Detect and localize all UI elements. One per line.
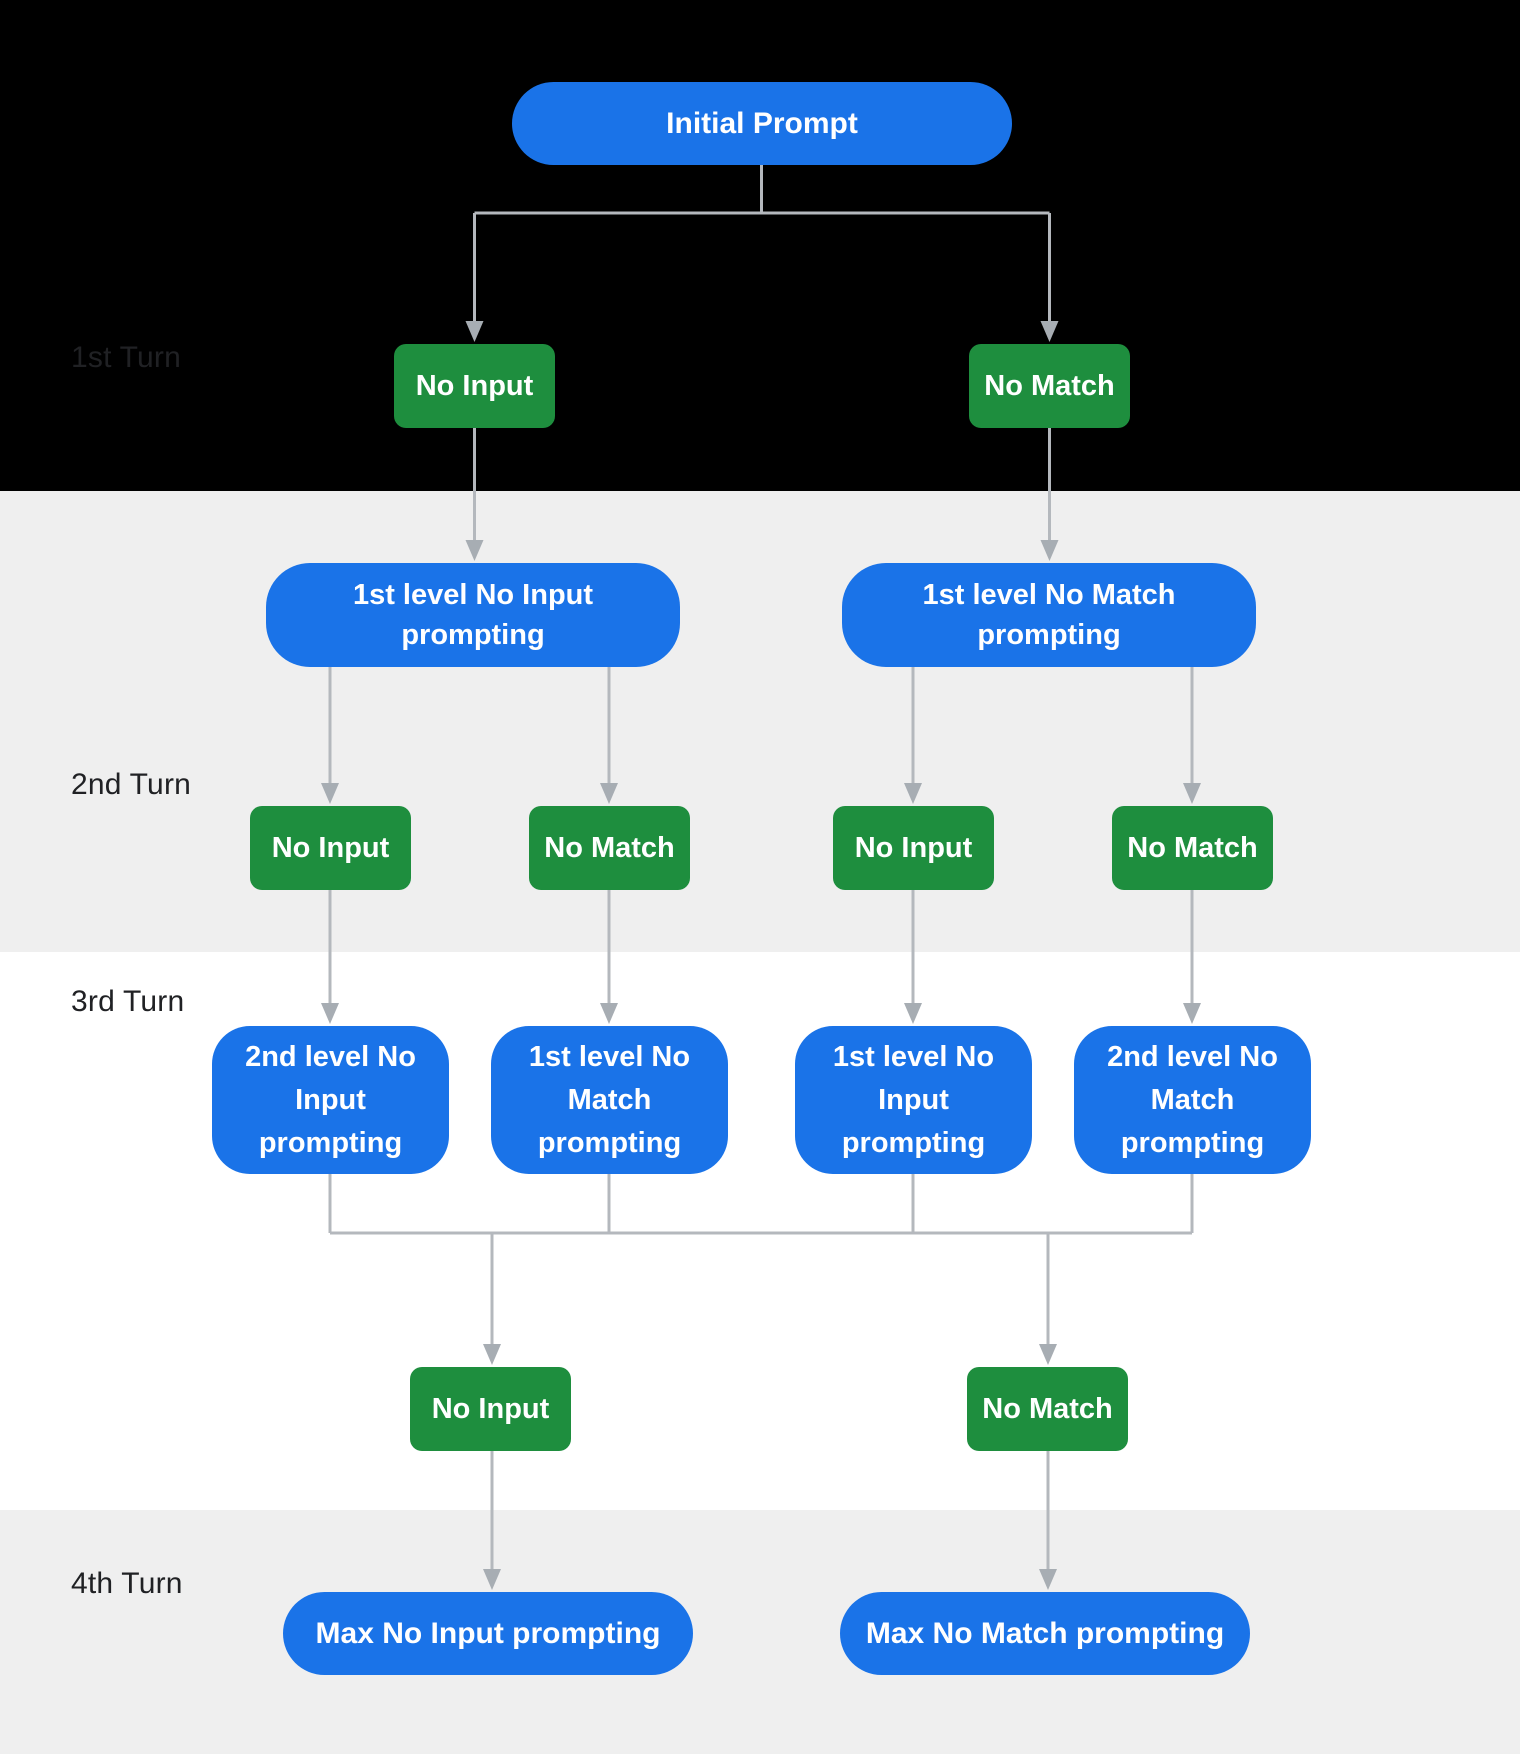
- node-turn4-no-input: No Input: [410, 1367, 571, 1451]
- node-1st-level-no-match-prompting-2: 1st level No Match prompting: [491, 1026, 728, 1174]
- turn-label-4th: 4th Turn: [71, 1567, 183, 1600]
- node-initial-prompt: Initial Prompt: [512, 82, 1012, 165]
- node-2nd-level-no-match-prompting: 2nd level No Match prompting: [1074, 1026, 1311, 1174]
- node-max-no-match-prompting: Max No Match prompting: [840, 1592, 1250, 1675]
- node-1st-level-no-input-prompting-2: 1st level No Input prompting: [795, 1026, 1032, 1174]
- node-1st-level-no-match-prompting: 1st level No Match prompting: [842, 563, 1256, 667]
- node-turn2-no-input-right: No Input: [833, 806, 994, 890]
- node-turn1-no-input: No Input: [394, 344, 555, 428]
- node-turn2-no-match-left: No Match: [529, 806, 690, 890]
- turn-label-1st: 1st Turn: [71, 341, 181, 374]
- node-turn4-no-match: No Match: [967, 1367, 1128, 1451]
- band-turn-2: [0, 491, 1520, 952]
- node-1st-level-no-input-prompting: 1st level No Input prompting: [266, 563, 680, 667]
- band-turn-1: [0, 0, 1520, 491]
- band-turn-4: [0, 1510, 1520, 1754]
- turn-label-2nd: 2nd Turn: [71, 768, 192, 801]
- node-turn1-no-match: No Match: [969, 344, 1130, 428]
- node-turn2-no-match-right: No Match: [1112, 806, 1273, 890]
- turn-label-3rd: 3rd Turn: [71, 985, 185, 1018]
- node-turn2-no-input-left: No Input: [250, 806, 411, 890]
- node-max-no-input-prompting: Max No Input prompting: [283, 1592, 693, 1675]
- node-2nd-level-no-input-prompting: 2nd level No Input prompting: [212, 1026, 449, 1174]
